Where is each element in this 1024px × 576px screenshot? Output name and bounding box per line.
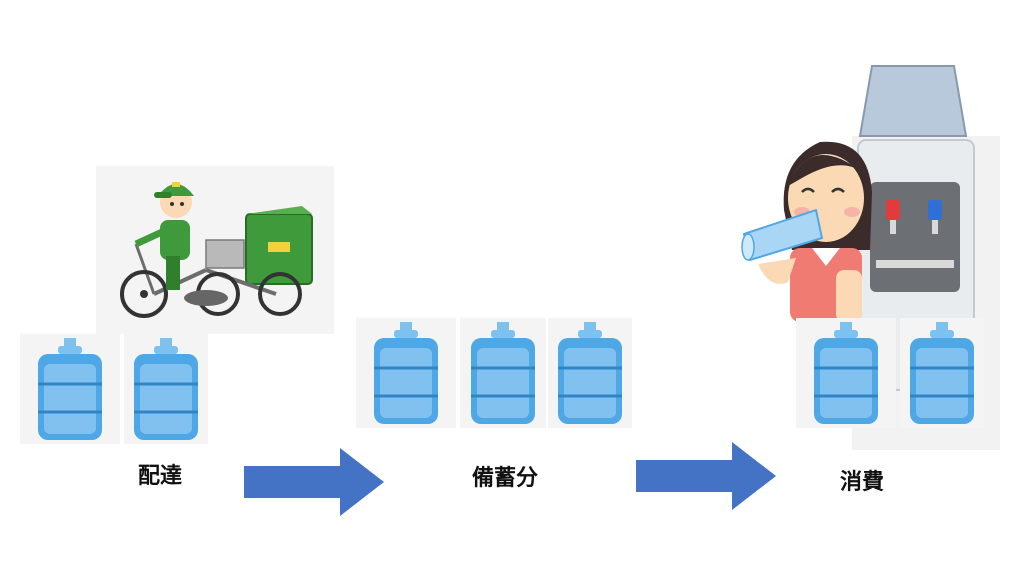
water-bottle-icon [38,338,102,440]
bottle-tile [124,334,208,444]
water-bottle-icon [471,322,535,424]
bottle-tile [20,334,120,444]
bottle-tile [356,318,456,428]
water-bottle-icon [134,338,198,440]
stage-label-delivery: 配達 [137,464,182,489]
water-bottle-icon [558,322,622,424]
water-bottle-icon [374,322,438,424]
arrow-right-icon [636,442,778,510]
delivery-illustration [96,166,334,334]
bottle-tile [460,318,546,428]
arrow-right-icon [244,448,386,516]
bottle-tile [900,318,984,428]
stage-label-stockpile: 備蓄分 [471,466,538,491]
delivery-tricycle-icon [120,182,313,318]
stage-label-consumption: 消費 [839,470,884,495]
bottle-tile [548,318,632,428]
water-bottle-icon [814,322,878,424]
water-bottle-icon [910,322,974,424]
bottle-tile [796,318,896,428]
